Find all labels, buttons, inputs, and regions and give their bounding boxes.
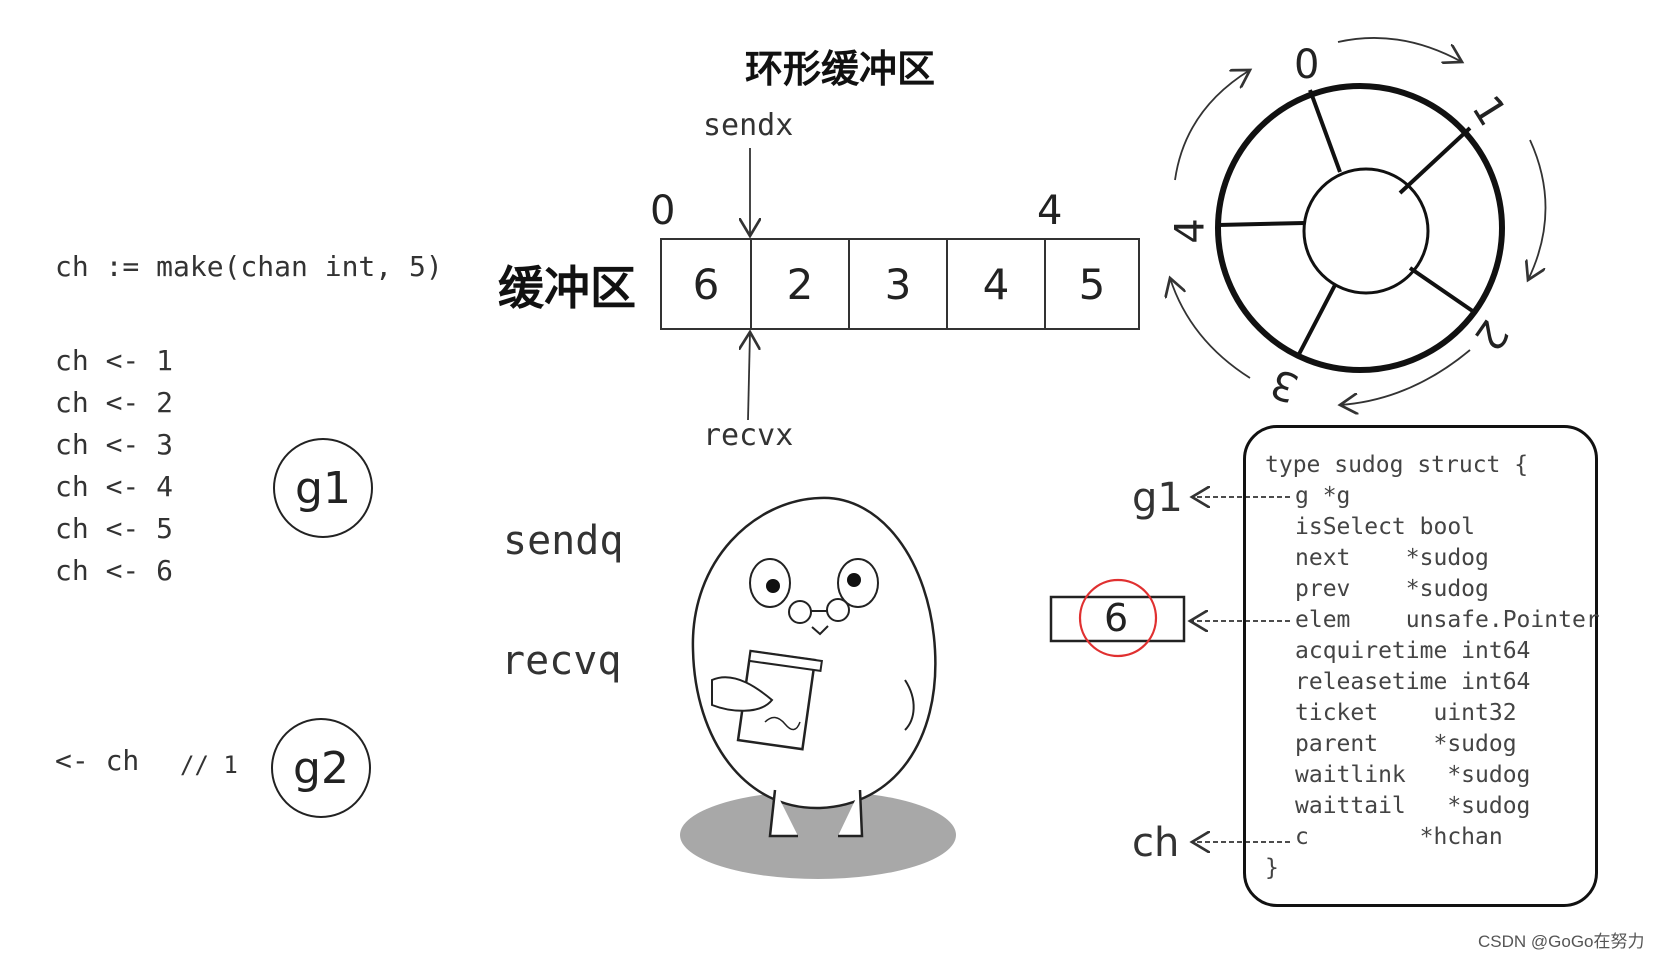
sudog-field-prev: prev *sudog	[1295, 576, 1489, 602]
pointer-ch-label: ch	[1132, 820, 1180, 866]
recvx-label: recvx	[703, 418, 794, 453]
buffer-index-start: 0	[650, 188, 676, 234]
recv-statement: <- ch	[55, 744, 140, 777]
sudog-field-waitlink: waitlink *sudog	[1295, 762, 1531, 788]
sudog-field-g: g *g	[1295, 483, 1351, 509]
make-statement: ch := make(chan int, 5)	[55, 250, 443, 283]
buffer-cell-2: 3	[848, 238, 948, 330]
sudog-field-next: next *sudog	[1295, 545, 1489, 571]
buffer-index-end: 4	[1037, 188, 1063, 234]
goroutine-g1-label: g1	[295, 462, 351, 514]
sudog-field-ticket: ticket uint32	[1295, 700, 1517, 726]
elem-value: 6	[1104, 596, 1129, 640]
send-line-5: ch <- 5	[55, 512, 174, 545]
send-line-2: ch <- 2	[55, 386, 174, 419]
goroutine-g2-circle: g2	[271, 718, 371, 818]
buffer-cell-0: 6	[660, 238, 752, 330]
send-line-6: ch <- 6	[55, 554, 174, 587]
send-line-3: ch <- 3	[55, 428, 174, 461]
recv-comment: // 1	[180, 751, 238, 779]
sudog-field-waittail: waittail *sudog	[1295, 793, 1531, 819]
diagram-title: 环形缓冲区	[745, 46, 936, 91]
sendq-label: sendq	[503, 518, 624, 564]
recvx-arrow	[748, 332, 750, 421]
buffer-cell-3: 4	[946, 238, 1046, 330]
buffer-cell-4: 5	[1044, 238, 1140, 330]
sendx-label: sendx	[703, 108, 794, 143]
sudog-field-elem: elem unsafe.Pointer	[1295, 607, 1600, 633]
ring-index-0: 0	[1294, 42, 1320, 88]
recvq-label: recvq	[501, 638, 622, 684]
sudog-field-c: c *hchan	[1295, 824, 1503, 850]
send-line-4: ch <- 4	[55, 470, 174, 503]
sudog-header: type sudog struct {	[1265, 452, 1529, 478]
sudog-field-isselect: isSelect bool	[1295, 514, 1476, 540]
sudog-field-parent: parent *sudog	[1295, 731, 1517, 757]
buffer-label: 缓冲区	[498, 261, 636, 315]
footer-attribution: CSDN @GoGo在努力	[1478, 932, 1645, 951]
ring-buffer-wheel	[1215, 83, 1505, 373]
goroutine-g2-label: g2	[293, 742, 349, 794]
goroutine-g1-circle: g1	[273, 438, 373, 538]
sudog-field-releasetime: releasetime int64	[1295, 669, 1531, 695]
sudog-field-acquiretime: acquiretime int64	[1295, 638, 1531, 664]
elem-highlight-circle	[1078, 578, 1158, 658]
elem-value-box	[1049, 595, 1186, 643]
send-line-1: ch <- 1	[55, 344, 174, 377]
pointer-arrows	[1190, 497, 1290, 842]
gopher-mascot	[680, 496, 956, 879]
pointer-g1-label: g1	[1132, 475, 1183, 521]
sudog-struct-box	[1243, 425, 1598, 907]
ring-rotation-arrows	[1170, 37, 1547, 405]
sudog-footer: }	[1265, 855, 1279, 881]
ring-index-4: 4	[1167, 218, 1214, 244]
